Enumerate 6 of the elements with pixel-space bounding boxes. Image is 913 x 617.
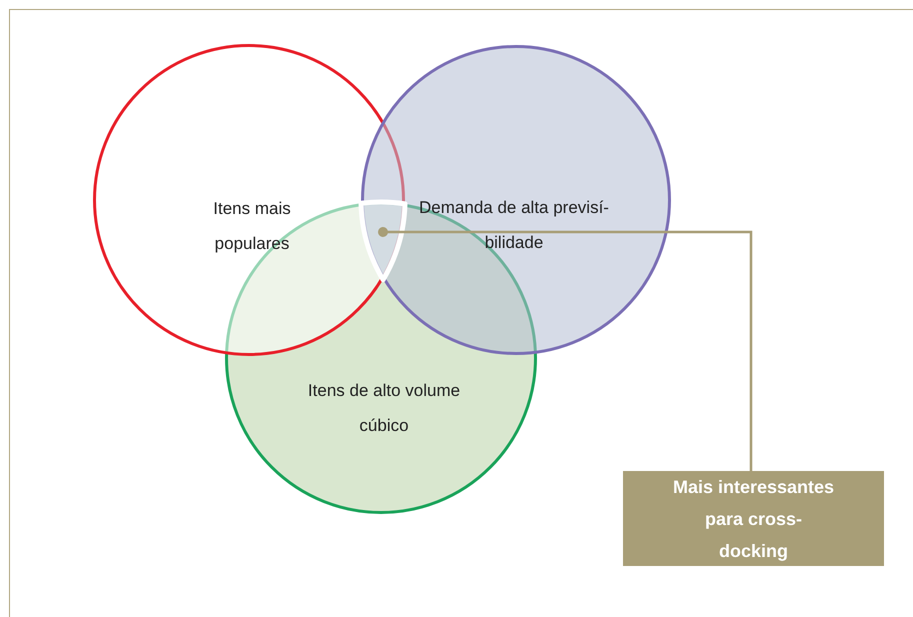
leader-line [378, 227, 752, 472]
circle-label: Itens de alto volume cúbico [306, 380, 462, 437]
callout-box: Mais interessantes para cross-docking [623, 471, 884, 566]
intersection-region [358, 200, 408, 282]
circle-label: Demanda de alta previsí- bilidade [418, 197, 610, 254]
circle-label: Itens mais populares [212, 198, 292, 255]
